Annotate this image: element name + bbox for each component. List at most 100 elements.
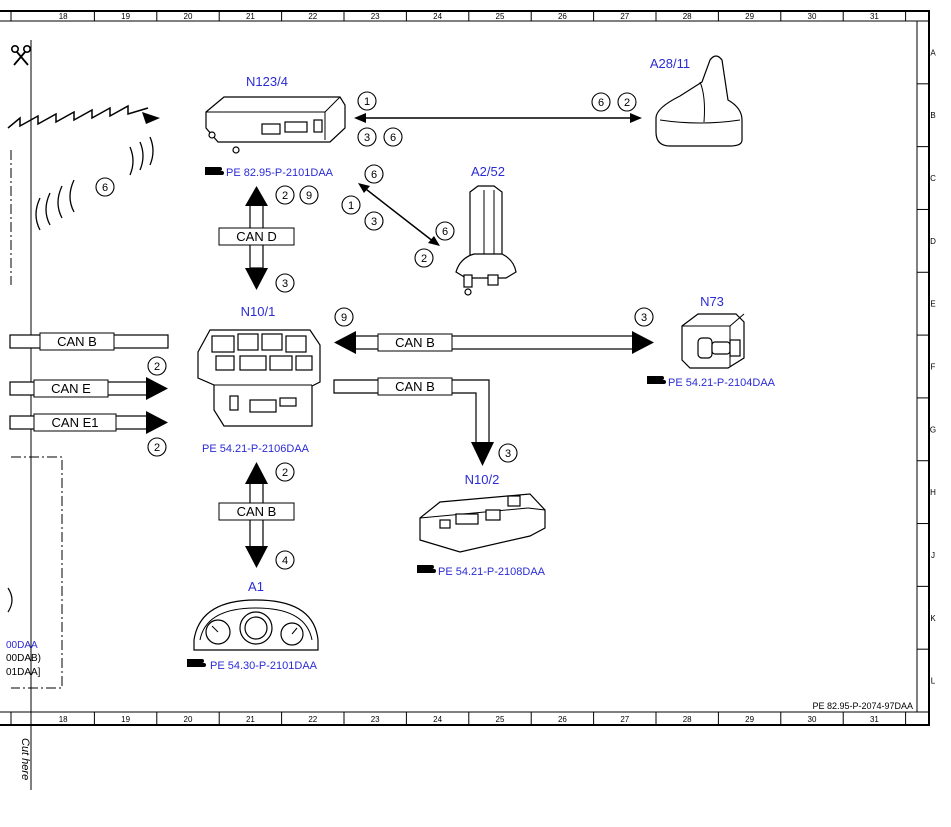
grid-column-label: 19 [121,715,130,724]
marker-circle: 6 [95,177,115,197]
n73-ref: PE 54.21-P-2104DAA [668,377,776,389]
bus-can-e: CAN E [9,377,168,400]
grid-row-label: G [930,425,936,434]
a28-11-label: A28/11 [650,56,690,71]
left-partial-box: 00DAA 00DAB) 01DAA] [6,150,63,689]
marker-circle: 3 [364,211,384,231]
can-b-left-label: CAN B [57,334,97,349]
grid-row-label: B [930,111,935,120]
svg-text:3: 3 [282,278,288,290]
bus-can-b-n73: CAN B [334,331,654,354]
marker-circle: 1 [357,91,377,111]
grid-column-label: 22 [308,12,317,21]
a2-52-device [455,185,517,296]
grid-column-label: 29 [745,12,754,21]
can-b-a1-label: CAN B [237,504,277,519]
marker-circle: 2 [147,356,167,376]
n10-1-device [197,329,321,427]
grid-row-label: J [931,551,935,560]
marker-circle: 4 [275,550,295,570]
component-a28-11: A28/11 [650,55,743,147]
can-e1-label: CAN E1 [52,415,99,430]
component-a2-52: A2/52 [455,164,517,296]
svg-text:3: 3 [505,448,511,460]
drawing-code: PE 82.95-P-2074-97DAA [812,701,913,711]
marker-circle: 3 [634,307,654,327]
grid-row-label: D [930,237,936,246]
a1-label: A1 [248,579,264,594]
grid-column-label: 26 [558,12,567,21]
grid-column-label: 19 [121,12,130,21]
svg-text:6: 6 [371,169,377,181]
n10-1-label: N10/1 [241,304,276,319]
manual-reference-icon [187,659,206,667]
marker-circle: 9 [299,185,319,205]
svg-text:1: 1 [348,200,354,212]
svg-text:2: 2 [154,442,160,454]
bus-can-b-left: CAN B [9,332,169,351]
grid-column-label: 30 [808,715,817,724]
n73-device [681,313,745,369]
a1-device [193,599,319,651]
svg-text:2: 2 [624,97,630,109]
grid-column-label: 29 [745,715,754,724]
left-partial-ref-3: 01DAA] [6,667,41,678]
marker-circle: 2 [275,185,295,205]
bus-can-e1: CAN E1 [9,411,168,434]
can-b-n73-label: CAN B [395,335,435,350]
radio-signal: 6 [7,104,160,231]
scissors-icon [11,45,32,66]
grid-column-label: 20 [184,12,193,21]
marker-circle: 1 [341,195,361,215]
marker-circle: 2 [147,437,167,457]
grid-column-label: 30 [808,12,817,21]
component-a1: A1 PE 54.30-P-2101DAA [187,579,319,672]
grid-column-label: 20 [184,715,193,724]
svg-text:6: 6 [102,182,108,194]
marker-circle: 9 [334,307,354,327]
component-n73: N73 PE 54.21-P-2104DAA [647,294,776,389]
grid-column-label: 22 [308,715,317,724]
can-e-label: CAN E [51,381,91,396]
svg-text:9: 9 [341,312,347,324]
marker-circle: 6 [383,127,403,147]
cut-here-label: Cut here [19,738,31,780]
svg-text:4: 4 [282,555,288,567]
svg-text:2: 2 [282,467,288,479]
grid-row-label: C [930,174,936,183]
n10-2-label: N10/2 [465,472,500,487]
grid-column-label: 31 [870,715,879,724]
n73-label: N73 [700,294,724,309]
grid-column-label: 31 [870,12,879,21]
marker-circle: 2 [414,248,434,268]
left-partial-ref-1: 00DAA [6,640,38,651]
n10-2-device [419,493,546,553]
grid-column-label: 25 [496,12,505,21]
n10-1-ref: PE 54.21-P-2106DAA [202,443,310,455]
grid-row-label: A [930,48,936,57]
svg-text:1: 1 [364,96,370,108]
component-n10-1: N10/1 PE 54.21-P-2106DAA [197,304,321,455]
svg-text:6: 6 [390,132,396,144]
svg-text:2: 2 [282,190,288,202]
grid-column-label: 28 [683,12,692,21]
grid-column-label: 27 [620,12,629,21]
n123-4-device [205,96,346,154]
grid-column-label: 21 [246,715,255,724]
manual-reference-icon [417,565,436,573]
svg-text:9: 9 [306,190,312,202]
svg-text:6: 6 [598,97,604,109]
grid-column-label: 21 [246,12,255,21]
marker-circle: 3 [498,443,518,463]
grid-row-label: H [930,488,936,497]
svg-text:3: 3 [371,216,377,228]
svg-text:2: 2 [421,253,427,265]
marker-circle: 3 [357,127,377,147]
marker-circles: 1 3 6 6 2 2 9 6 1 3 6 2 3 9 3 2 2 3 2 4 [147,91,654,570]
grid-row-label: L [931,677,936,686]
bus-can-b-n10-2: CAN B [333,377,494,466]
svg-text:3: 3 [364,132,370,144]
n123-4-ref: PE 82.95-P-2101DAA [226,167,334,179]
